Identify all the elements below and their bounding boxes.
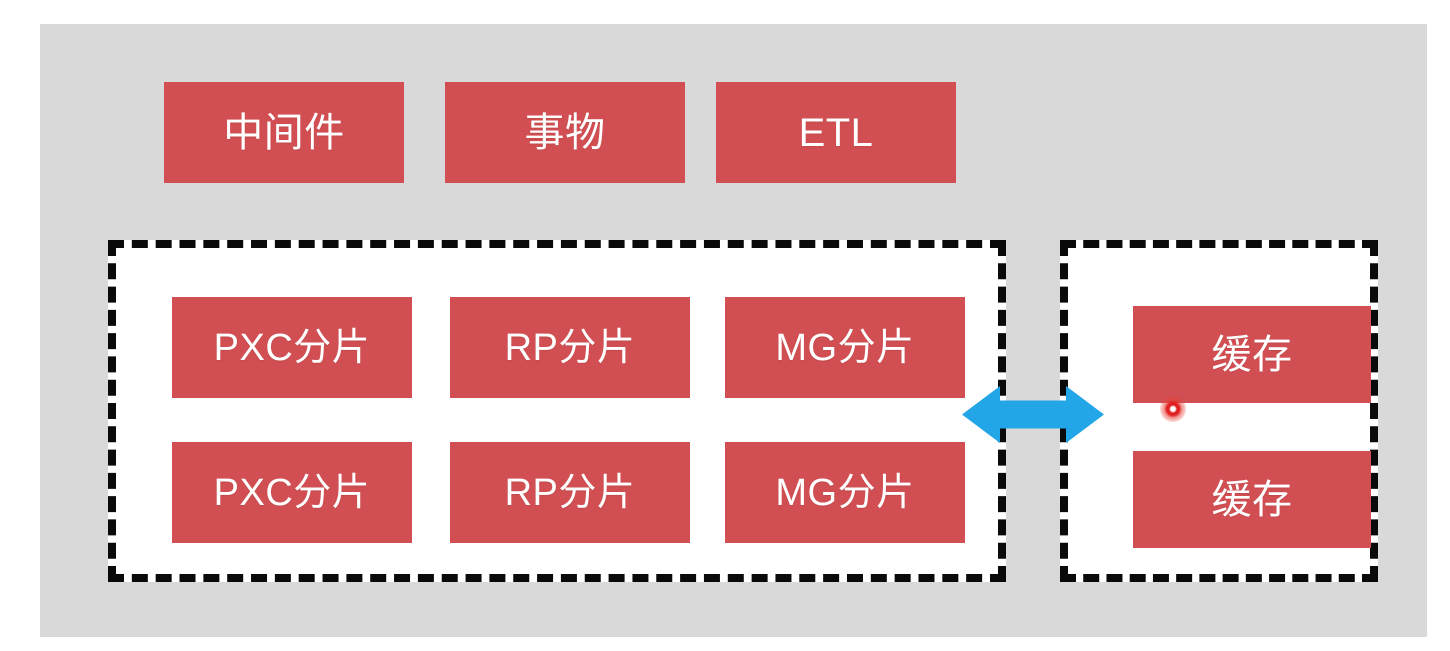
cache-box-2[interactable]: 缓存 xyxy=(1133,451,1371,548)
shard-box-rp-2-label: RP分片 xyxy=(504,471,636,514)
slide-panel: 中间件 事物 ETL PXC分片 RP分片 MG分片 PXC分片 xyxy=(40,24,1427,637)
bidirectional-arrow xyxy=(962,386,1104,443)
top-box-etl-label: ETL xyxy=(798,110,874,155)
shard-cluster-group: PXC分片 RP分片 MG分片 PXC分片 RP分片 MG分片 xyxy=(108,240,1006,582)
shard-box-mg-2-label: MG分片 xyxy=(775,471,915,514)
shard-box-mg-1-label: MG分片 xyxy=(775,326,915,369)
shard-box-pxc-1-label: PXC分片 xyxy=(213,326,371,369)
top-box-transaction-label: 事物 xyxy=(524,110,606,155)
shard-box-mg-2[interactable]: MG分片 xyxy=(725,442,965,543)
shard-box-rp-1[interactable]: RP分片 xyxy=(450,297,690,398)
cache-cluster-group: 缓存 缓存 xyxy=(1060,240,1378,582)
double-headed-arrow-icon xyxy=(962,386,1104,443)
shard-box-pxc-1[interactable]: PXC分片 xyxy=(172,297,412,398)
cache-box-1-label: 缓存 xyxy=(1211,332,1293,377)
top-box-etl[interactable]: ETL xyxy=(716,82,956,183)
shard-box-rp-1-label: RP分片 xyxy=(504,326,636,369)
cursor-dot-icon xyxy=(1160,396,1186,422)
top-box-transaction[interactable]: 事物 xyxy=(445,82,685,183)
shard-box-pxc-2-label: PXC分片 xyxy=(213,471,371,514)
shard-box-pxc-2[interactable]: PXC分片 xyxy=(172,442,412,543)
cache-box-2-label: 缓存 xyxy=(1211,477,1293,522)
shard-box-mg-1[interactable]: MG分片 xyxy=(725,297,965,398)
top-box-middleware-label: 中间件 xyxy=(223,110,345,155)
top-box-middleware[interactable]: 中间件 xyxy=(164,82,404,183)
cache-box-1[interactable]: 缓存 xyxy=(1133,306,1371,403)
shard-box-rp-2[interactable]: RP分片 xyxy=(450,442,690,543)
